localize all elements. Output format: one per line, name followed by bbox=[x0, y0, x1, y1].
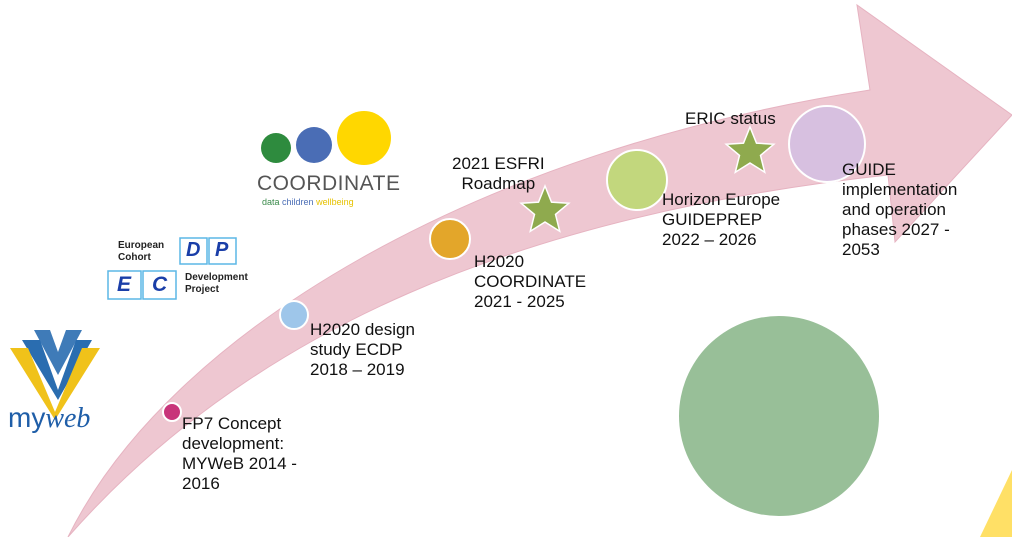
coordinate-logo-dot-yellow bbox=[337, 111, 391, 165]
star-icon-eric bbox=[724, 124, 776, 174]
ecdp-letter-p: P bbox=[215, 239, 229, 261]
ecdp-letter-e: E bbox=[117, 273, 132, 296]
milestone-dot-guideprep bbox=[606, 149, 668, 211]
yellow-corner-shape bbox=[980, 470, 1012, 537]
milestone-label-myweb: FP7 Concept development: MYWeB 2014 - 20… bbox=[182, 414, 297, 493]
milestone-label-ecdp: H2020 design study ECDP 2018 – 2019 bbox=[310, 320, 415, 379]
ecdp-logo-line2: Cohort bbox=[118, 252, 151, 263]
star-label-esfri: 2021 ESFRI Roadmap bbox=[452, 154, 545, 193]
ecdp-logo-right2: Project bbox=[185, 284, 219, 295]
ecdp-logo-right1: Development bbox=[185, 272, 248, 283]
milestone-label-guide: GUIDE implementation and operation phase… bbox=[842, 160, 958, 259]
myweb-word-my: my bbox=[8, 402, 46, 433]
milestone-label-guideprep: Horizon Europe GUIDEPREP 2022 – 2026 bbox=[662, 190, 781, 249]
coordinate-logo-tagline: data children wellbeing bbox=[262, 197, 354, 207]
star-icon-esfri bbox=[519, 183, 571, 233]
myweb-logo bbox=[5, 325, 112, 437]
milestone-dot-ecdp bbox=[279, 300, 309, 330]
coordinate-logo-title: COORDINATE bbox=[257, 172, 401, 195]
milestone-dot-coordinate bbox=[429, 218, 471, 260]
coordinate-logo-dot-green bbox=[261, 133, 291, 163]
milestone-dot-myweb bbox=[162, 402, 182, 422]
ecdp-letter-c: C bbox=[152, 273, 168, 296]
coordinate-logo-dot-blue bbox=[296, 127, 332, 163]
tagline-word-children: children bbox=[282, 197, 314, 207]
ecdp-logo bbox=[107, 237, 237, 300]
tagline-word-data: data bbox=[262, 197, 280, 207]
tagline-word-wellbeing: wellbeing bbox=[316, 197, 354, 207]
ecdp-logo-line1: European bbox=[118, 240, 165, 251]
myweb-logo-text: myweb bbox=[8, 402, 90, 435]
ecdp-letter-d: D bbox=[186, 239, 201, 261]
milestone-dot-guide bbox=[788, 105, 866, 183]
milestone-label-coordinate: H2020 COORDINATE 2021 - 2025 bbox=[474, 252, 587, 311]
myweb-word-web: web bbox=[45, 403, 91, 434]
star-label-eric: ERIC status bbox=[685, 109, 776, 128]
timeline-arrow bbox=[67, 3, 1012, 537]
large-green-circle bbox=[679, 316, 879, 516]
